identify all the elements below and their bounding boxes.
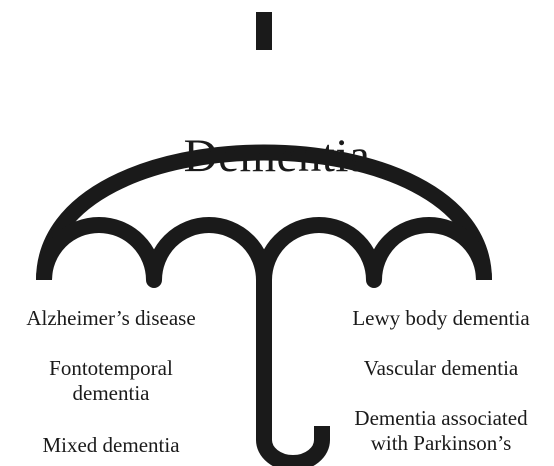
diagram-title: Dementia xyxy=(0,128,554,184)
label-alzheimers: Alzheimer’s disease xyxy=(0,306,222,331)
umbrella-rim xyxy=(44,225,484,280)
umbrella-handle xyxy=(264,280,322,463)
label-vascular: Vascular dementia xyxy=(330,356,552,381)
label-parkinsons: Dementia associated with Parkinson’s xyxy=(330,406,552,456)
label-lewy-body: Lewy body dementia xyxy=(330,306,552,331)
label-frontotemporal: Fontotemporal dementia xyxy=(0,356,222,406)
label-mixed: Mixed dementia xyxy=(0,433,222,458)
